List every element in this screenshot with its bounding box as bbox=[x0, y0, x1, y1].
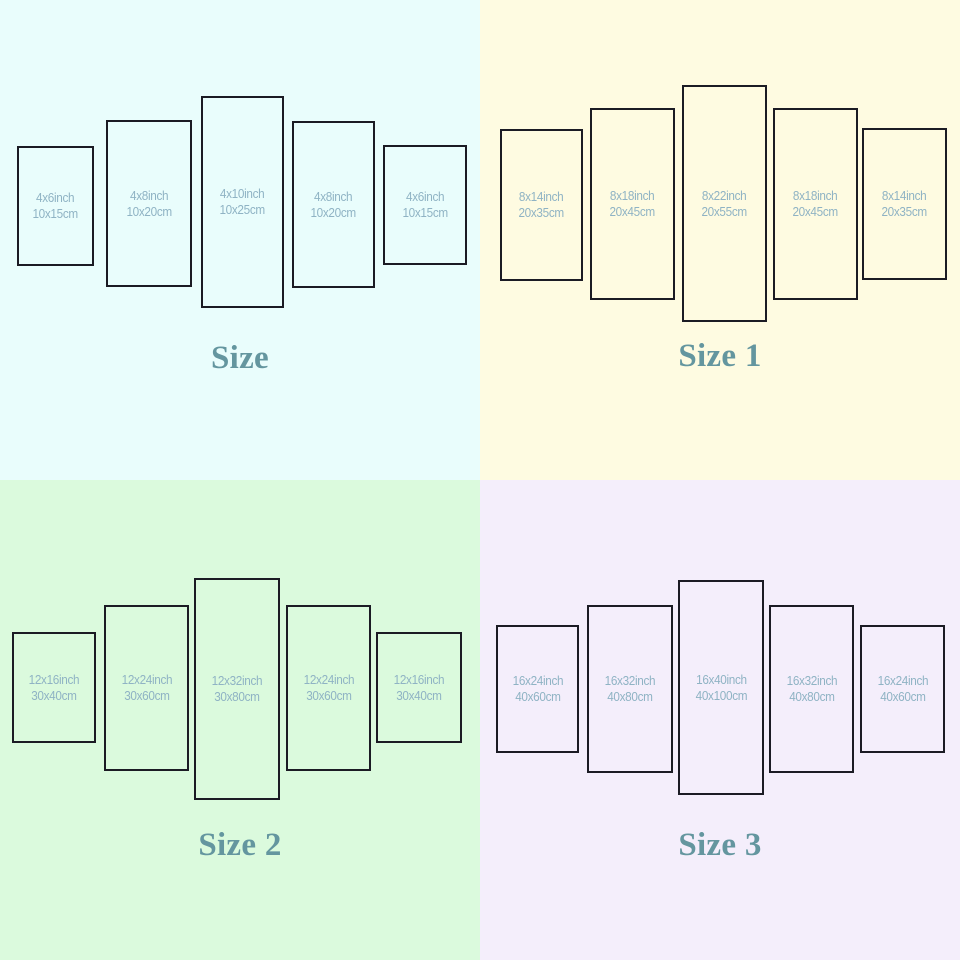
cm-dimension: 10x15cm bbox=[402, 206, 448, 220]
size-1-panel-1-label: 8x14inch 20x35cm bbox=[518, 189, 565, 221]
inch-dimension: 16x32inch bbox=[786, 674, 837, 688]
cm-dimension: 20x35cm bbox=[881, 205, 928, 219]
inch-dimension: 12x16inch bbox=[393, 672, 445, 687]
inch-dimension: 12x24inch bbox=[303, 673, 354, 687]
cm-dimension: 40x100cm bbox=[695, 688, 747, 703]
inch-dimension: 16x32inch bbox=[604, 674, 656, 688]
inch-dimension: 12x32inch bbox=[211, 674, 263, 688]
cm-dimension: 40x80cm bbox=[788, 690, 835, 704]
size-1-panel-5[interactable]: 8x14inch 20x35cm bbox=[862, 128, 947, 280]
inch-dimension: 12x16inch bbox=[28, 672, 80, 687]
inch-dimension: 12x24inch bbox=[121, 673, 172, 687]
size-1-panel-5-label: 8x14inch 20x35cm bbox=[881, 188, 928, 220]
size-3-panel-4[interactable]: 16x32inch 40x80cm bbox=[769, 605, 854, 773]
size-panel-3-label: 4x10inch 10x25cm bbox=[219, 186, 266, 218]
cm-dimension: 20x45cm bbox=[792, 205, 839, 219]
size-1-panel-2[interactable]: 8x18inch 20x45cm bbox=[590, 108, 675, 300]
inch-dimension: 4x8inch bbox=[314, 189, 353, 204]
quadrant-title-size-3: Size 3 bbox=[678, 827, 762, 863]
inch-dimension: 4x6inch bbox=[36, 191, 75, 205]
cm-dimension: 30x40cm bbox=[396, 688, 442, 703]
quadrant-title-size-1: Size 1 bbox=[678, 338, 762, 374]
cm-dimension: 10x20cm bbox=[310, 205, 357, 220]
size-2-panel-3[interactable]: 12x32inch 30x80cm bbox=[194, 578, 280, 800]
size-panel-5[interactable]: 4x6inch 10x15cm bbox=[383, 145, 467, 265]
cm-dimension: 40x60cm bbox=[514, 690, 561, 704]
size-panel-1-label: 4x6inch 10x15cm bbox=[32, 190, 79, 222]
cm-dimension: 10x25cm bbox=[219, 203, 266, 217]
cm-dimension: 10x15cm bbox=[32, 207, 79, 221]
size-3-panel-1-label: 16x24inch 40x60cm bbox=[512, 673, 563, 705]
size-1-panel-4-label: 8x18inch 20x45cm bbox=[792, 188, 839, 220]
panel-group-size-3: 16x24inch 40x60cm 16x32inch 40x80cm 16x40inc… bbox=[480, 480, 960, 880]
cm-dimension: 40x60cm bbox=[879, 690, 926, 704]
inch-dimension: 16x40inch bbox=[695, 672, 747, 687]
size-3-panel-4-label: 16x32inch 40x80cm bbox=[786, 673, 837, 705]
size-3-panel-2[interactable]: 16x32inch 40x80cm bbox=[587, 605, 673, 773]
size-2-panel-4-label: 12x24inch 30x60cm bbox=[303, 672, 354, 704]
cm-dimension: 20x45cm bbox=[609, 205, 656, 219]
size-panel-1[interactable]: 4x6inch 10x15cm bbox=[17, 146, 94, 266]
inch-dimension: 8x14inch bbox=[882, 189, 927, 203]
inch-dimension: 8x18inch bbox=[610, 189, 655, 203]
cm-dimension: 10x20cm bbox=[126, 204, 172, 219]
cm-dimension: 30x60cm bbox=[123, 689, 170, 703]
inch-dimension: 16x24inch bbox=[877, 674, 928, 688]
inch-dimension: 16x24inch bbox=[512, 674, 563, 688]
cm-dimension: 30x80cm bbox=[214, 690, 260, 704]
size-1-panel-1[interactable]: 8x14inch 20x35cm bbox=[500, 129, 583, 281]
quadrant-size-3: 16x24inch 40x60cm 16x32inch 40x80cm 16x40inc… bbox=[480, 480, 960, 960]
cm-dimension: 40x80cm bbox=[607, 690, 653, 704]
size-3-panel-5[interactable]: 16x24inch 40x60cm bbox=[860, 625, 945, 753]
size-3-panel-2-label: 16x32inch 40x80cm bbox=[605, 673, 656, 705]
size-2-panel-2-label: 12x24inch 30x60cm bbox=[121, 672, 172, 704]
inch-dimension: 4x10inch bbox=[220, 187, 265, 201]
size-2-panel-2[interactable]: 12x24inch 30x60cm bbox=[104, 605, 189, 771]
size-1-panel-4[interactable]: 8x18inch 20x45cm bbox=[773, 108, 858, 300]
cm-dimension: 30x60cm bbox=[305, 689, 352, 703]
inch-dimension: 8x18inch bbox=[793, 189, 838, 203]
inch-dimension: 4x6inch bbox=[405, 190, 445, 204]
quadrant-title-size: Size bbox=[210, 340, 269, 376]
inch-dimension: 4x8inch bbox=[129, 188, 169, 203]
size-2-panel-3-label: 12x32inch 30x80cm bbox=[212, 673, 263, 705]
size-2-panel-4[interactable]: 12x24inch 30x60cm bbox=[286, 605, 371, 771]
cm-dimension: 20x35cm bbox=[518, 206, 565, 220]
size-panel-3[interactable]: 4x10inch 10x25cm bbox=[201, 96, 284, 308]
inch-dimension: 8x14inch bbox=[519, 190, 564, 204]
quadrant-title-size-2: Size 2 bbox=[198, 827, 282, 863]
size-3-panel-5-label: 16x24inch 40x60cm bbox=[877, 673, 928, 705]
size-3-panel-1[interactable]: 16x24inch 40x60cm bbox=[496, 625, 579, 753]
inch-dimension: 8x22inch bbox=[702, 188, 747, 203]
cm-dimension: 20x55cm bbox=[701, 204, 748, 219]
size-panel-5-label: 4x6inch 10x15cm bbox=[402, 189, 448, 221]
cm-dimension: 30x40cm bbox=[31, 688, 77, 703]
size-1-panel-2-label: 8x18inch 20x45cm bbox=[609, 188, 656, 220]
